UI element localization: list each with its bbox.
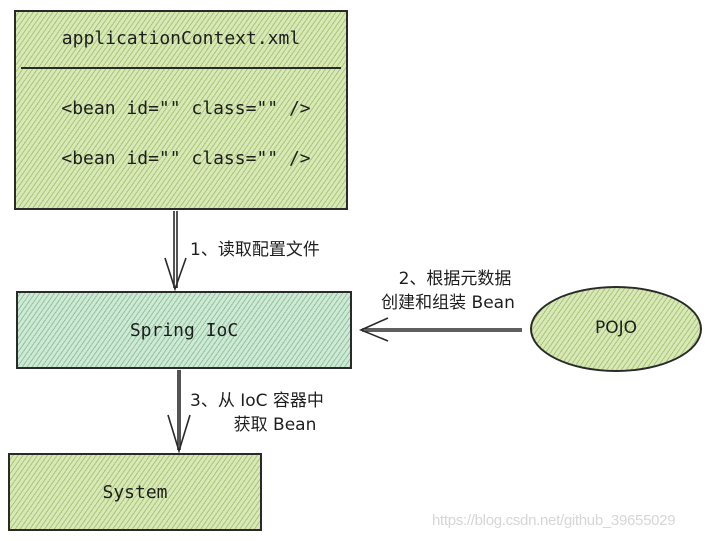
arrow-head xyxy=(167,414,191,454)
edge-label-read-config: 1、读取配置文件 xyxy=(190,240,320,260)
arrow-pojo-to-ioc xyxy=(358,317,522,342)
arrow-head xyxy=(164,257,187,292)
watermark: https://blog.csdn.net/github_39655029 xyxy=(432,512,676,529)
spring-ioc-box: Spring IoC xyxy=(16,291,352,369)
pojo-ellipse: POJO xyxy=(530,286,702,372)
arrow-head xyxy=(358,317,389,342)
edge-label-get-bean-line2: 获取 Bean xyxy=(233,415,317,435)
system-box: System xyxy=(8,453,262,531)
edge-label-create-bean-line1: 2、根据元数据 xyxy=(398,269,512,289)
system-label: System xyxy=(102,482,168,503)
spring-ioc-label: Spring IoC xyxy=(129,320,239,341)
edge-label-get-bean-line1: 3、从 IoC 容器中 xyxy=(190,391,324,411)
pojo-label: POJO xyxy=(594,318,638,338)
edge-label-create-bean-line2: 创建和组装 Bean xyxy=(381,293,515,313)
bean-definition-line: <bean id="" class="" /> xyxy=(61,98,311,119)
config-divider xyxy=(21,67,341,69)
arrow-config-to-ioc xyxy=(164,211,187,292)
config-file-box: applicationContext.xml <bean id="" class… xyxy=(14,10,348,210)
arrow-ioc-to-system xyxy=(167,370,191,454)
bean-definition-line: <bean id="" class="" /> xyxy=(61,148,311,169)
config-file-title: applicationContext.xml xyxy=(61,28,301,49)
